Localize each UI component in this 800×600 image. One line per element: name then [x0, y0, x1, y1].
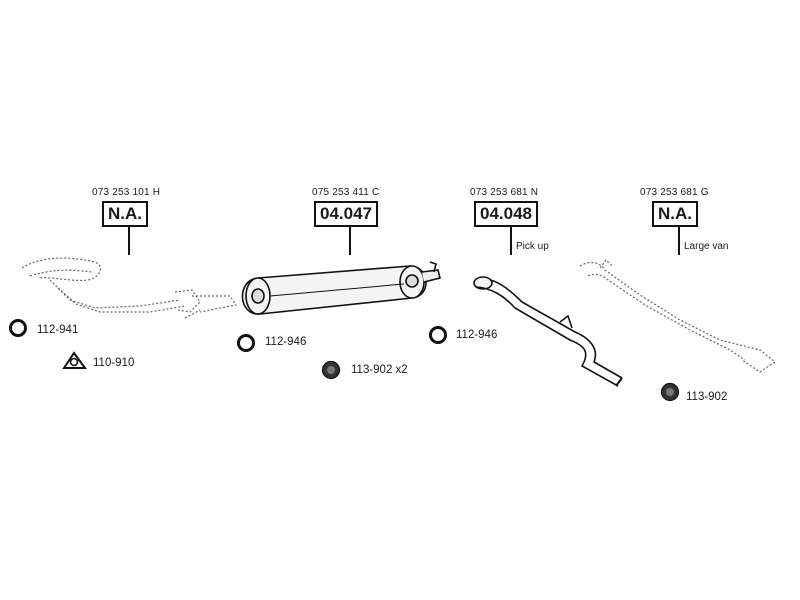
- leader-line-3: [510, 225, 512, 255]
- gasket-ring-icon: [429, 326, 447, 344]
- gasket-ring-icon: [237, 334, 255, 352]
- rubber-mount-icon: [660, 382, 680, 402]
- part-label-110-910: 110-910: [93, 357, 135, 369]
- part-label-113-902: 113-902: [686, 391, 728, 403]
- part-code-box-3: 04.048: [474, 201, 538, 227]
- leader-line-4: [678, 225, 680, 255]
- oem-number-1: 073 253 101 H: [92, 187, 161, 198]
- oem-number-4: 073 253 681 G: [640, 187, 709, 198]
- part-code-box-4: N.A.: [652, 201, 698, 227]
- part-code-box-2: 04.047: [314, 201, 378, 227]
- leader-line-1: [128, 225, 130, 255]
- part-label-113-902-x2: 113-902 x2: [351, 364, 408, 376]
- part-label-112-946-b: 112-946: [456, 329, 498, 341]
- gasket-ring-icon: [9, 319, 27, 337]
- oem-number-3: 073 253 681 N: [470, 187, 539, 198]
- oem-number-2: 075 253 411 C: [312, 187, 380, 198]
- part-label-112-941: 112-941: [37, 324, 79, 336]
- part-label-112-946: 112-946: [265, 336, 307, 348]
- rubber-mount-icon: [321, 360, 341, 380]
- part-code-box-1: N.A.: [102, 201, 148, 227]
- flange-gasket-icon: [62, 351, 87, 369]
- leader-line-2: [349, 225, 351, 255]
- note-pick-up: Pick up: [516, 241, 549, 252]
- note-large-van: Large van: [684, 241, 729, 252]
